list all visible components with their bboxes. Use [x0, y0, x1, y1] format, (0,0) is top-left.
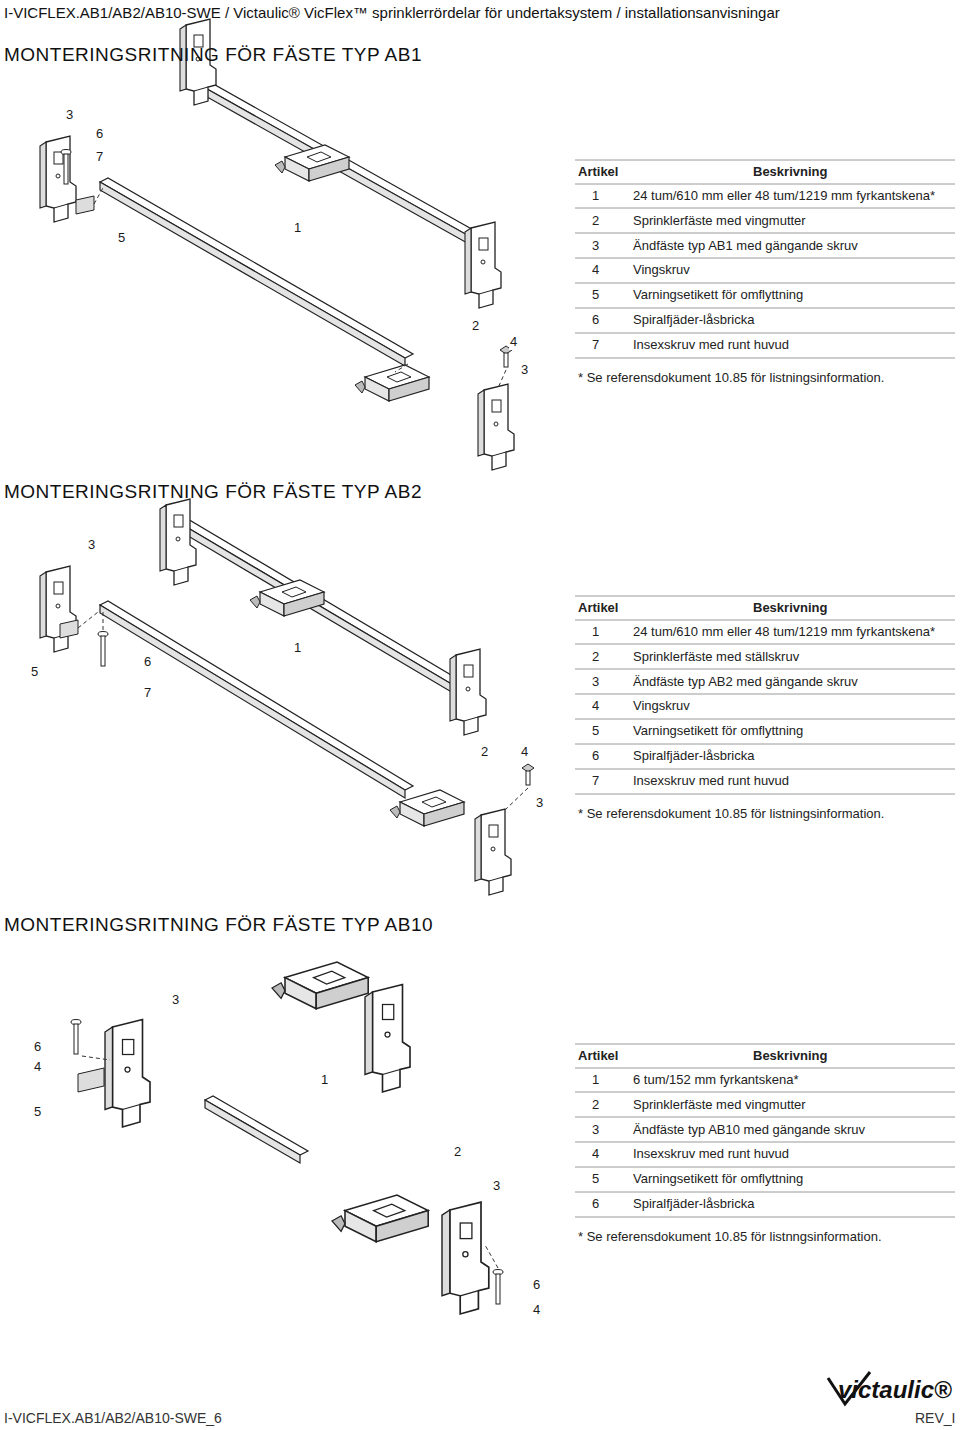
callout-number: 6	[532, 1278, 541, 1293]
table-header: Beskrivning	[753, 601, 827, 616]
callout-number: 5	[117, 231, 126, 246]
page-header: I-VICFLEX.AB1/AB2/AB10-SWE / Victaulic® …	[4, 4, 780, 21]
table-cell: Insexskruv med runt huvud	[633, 338, 789, 353]
footer-text: I-VICFLEX.AB1/AB2/AB10-SWE_6	[4, 1410, 222, 1426]
table-cell: 6 tum/152 mm fyrkantskena*	[633, 1073, 798, 1088]
table-cell: Insexskruv med runt huvud	[633, 774, 789, 789]
callout-number: 5	[33, 1105, 42, 1120]
table-cell: 5	[592, 1172, 599, 1187]
callout-number: 3	[65, 108, 74, 123]
callout-number: 4	[509, 335, 518, 350]
table-cell: Ändfäste typ AB2 med gängande skruv	[633, 675, 858, 690]
table-header: Beskrivning	[753, 1049, 827, 1064]
table-cell: 7	[592, 338, 599, 353]
callout-number: 1	[293, 641, 302, 656]
table-cell: Sprinklerfäste med vingmutter	[633, 1098, 806, 1113]
table-cell: Varningsetikett för omflyttning	[633, 1172, 803, 1187]
callout-number: 1	[320, 1073, 329, 1088]
callout-number: 3	[535, 796, 544, 811]
table-cell: Varningsetikett för omflyttning	[633, 288, 803, 303]
callout-number: 3	[520, 363, 529, 378]
section-heading: MONTERINGSRITNING FÖR FÄSTE TYP AB2	[4, 481, 422, 503]
table-cell: Sprinklerfäste med ställskruv	[633, 650, 799, 665]
callout-number: 2	[453, 1145, 462, 1160]
footnote: * Se referensdokument 10.85 för listning…	[578, 807, 884, 822]
callout-number: 4	[33, 1060, 42, 1075]
table-cell: Insexskruv med runt huvud	[633, 1147, 789, 1162]
table-cell: 4	[592, 1147, 599, 1162]
table-header: Artikel	[578, 165, 618, 180]
callout-number: 6	[95, 127, 104, 142]
section-heading: MONTERINGSRITNING FÖR FÄSTE TYP AB10	[4, 914, 433, 936]
table-cell: 5	[592, 724, 599, 739]
callout-number: 6	[143, 655, 152, 670]
table-header: Artikel	[578, 601, 618, 616]
table-cell: 4	[592, 699, 599, 714]
brand-logo: victaulic®	[838, 1376, 952, 1404]
table-cell: 6	[592, 1197, 599, 1212]
callout-number: 4	[520, 745, 529, 760]
table-cell: 2	[592, 1098, 599, 1113]
section-heading: MONTERINGSRITNING FÖR FÄSTE TYP AB1	[4, 44, 422, 66]
callout-number: 2	[471, 319, 480, 334]
footnote: * Se referensdokument 10.85 för listning…	[578, 371, 884, 386]
table-cell: 5	[592, 288, 599, 303]
table-cell: 6	[592, 749, 599, 764]
table-cell: 1	[592, 625, 599, 640]
table-cell: 1	[592, 189, 599, 204]
table-cell: Vingskruv	[633, 699, 690, 714]
callout-number: 6	[33, 1040, 42, 1055]
callout-number: 2	[480, 745, 489, 760]
table-cell: Spiralfjäder-låsbricka	[633, 313, 754, 328]
callout-number: 3	[87, 538, 96, 553]
callout-number: 7	[95, 150, 104, 165]
table-cell: Ändfäste typ AB10 med gängande skruv	[633, 1123, 865, 1138]
callout-number: 3	[492, 1179, 501, 1194]
table-cell: Varningsetikett för omflyttning	[633, 724, 803, 739]
table-cell: Ändfäste typ AB1 med gängande skruv	[633, 239, 858, 254]
table-cell: Spiralfjäder-låsbricka	[633, 749, 754, 764]
table-cell: 3	[592, 675, 599, 690]
footer-text: REV_I	[915, 1410, 955, 1426]
table-cell: 2	[592, 214, 599, 229]
table-cell: 4	[592, 263, 599, 278]
footnote: * Se referensdokument 10.85 för listnngs…	[578, 1230, 882, 1245]
callout-number: 5	[30, 665, 39, 680]
table-header: Artikel	[578, 1049, 618, 1064]
table-cell: Vingskruv	[633, 263, 690, 278]
table-cell: 3	[592, 1123, 599, 1138]
callout-number: 7	[143, 686, 152, 701]
callout-number: 3	[171, 993, 180, 1008]
table-cell: 6	[592, 313, 599, 328]
table-cell: Spiralfjäder-låsbricka	[633, 1197, 754, 1212]
table-cell: 3	[592, 239, 599, 254]
table-cell: 1	[592, 1073, 599, 1088]
table-cell: 24 tum/610 mm eller 48 tum/1219 mm fyrka…	[633, 189, 935, 204]
table-header: Beskrivning	[753, 165, 827, 180]
callout-number: 1	[293, 221, 302, 236]
table-cell: 7	[592, 774, 599, 789]
callout-number: 4	[532, 1303, 541, 1318]
table-cell: 24 tum/610 mm eller 48 tum/1219 mm fyrka…	[633, 625, 935, 640]
table-cell: Sprinklerfäste med vingmutter	[633, 214, 806, 229]
table-cell: 2	[592, 650, 599, 665]
